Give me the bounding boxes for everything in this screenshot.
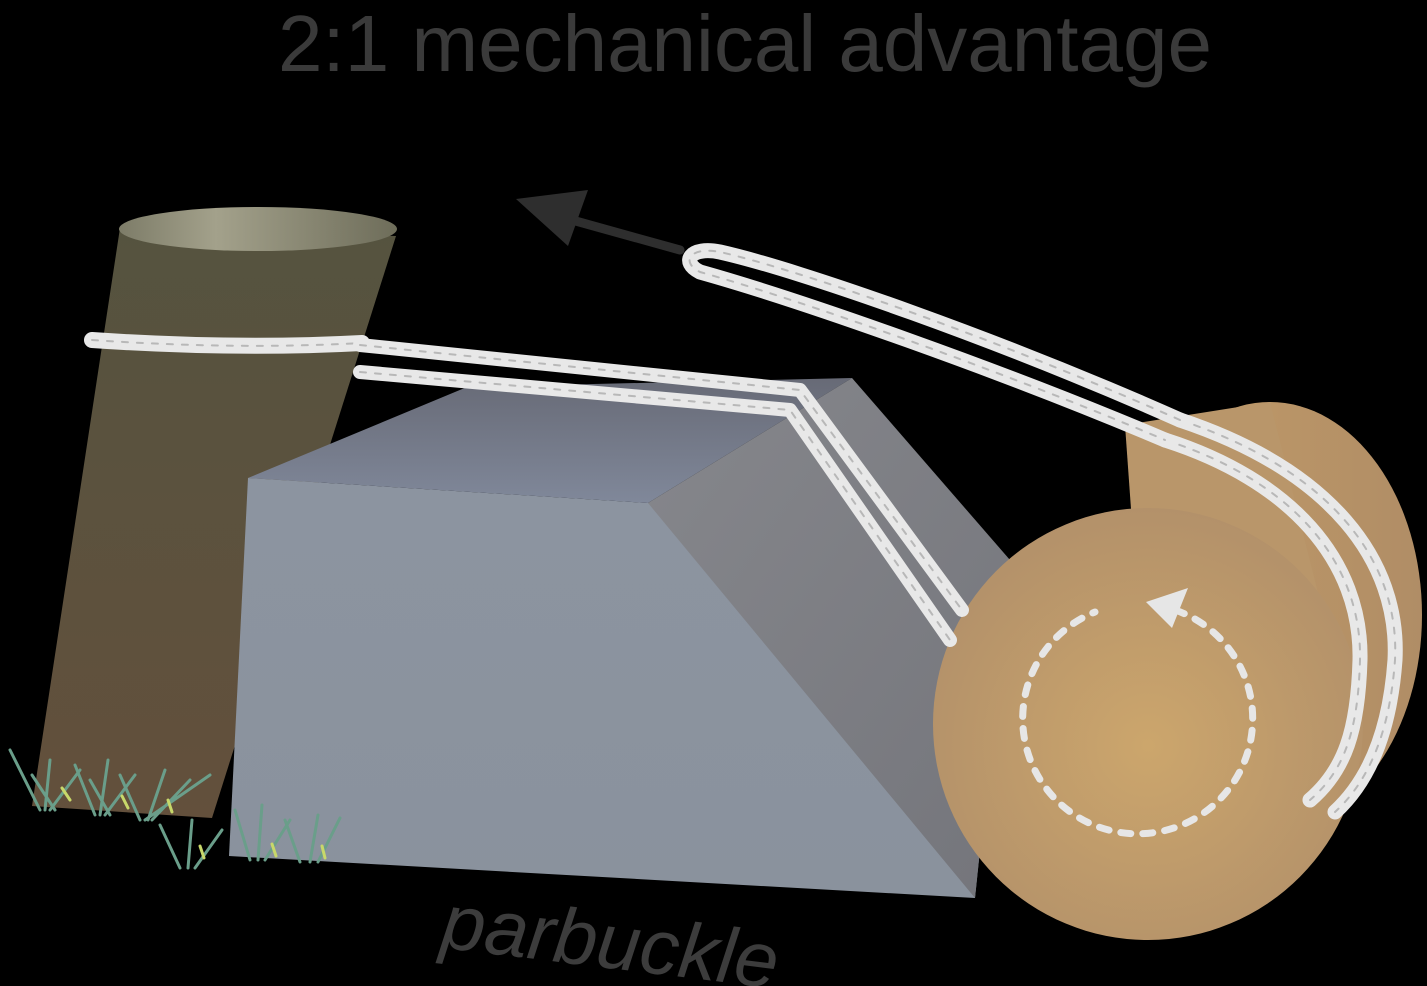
diagram-title: 2:1 mechanical advantage <box>278 0 1212 88</box>
wooden-stake <box>32 207 397 818</box>
grass-tuft-icon <box>8 748 342 870</box>
rotate-counterclockwise-icon <box>1019 588 1257 838</box>
stone-block <box>229 378 1010 898</box>
arrow-up-left-icon <box>516 190 685 255</box>
log <box>933 402 1422 940</box>
rope <box>84 243 1403 820</box>
diagram-caption: parbuckle <box>435 877 783 986</box>
grass-highlights <box>60 786 327 860</box>
